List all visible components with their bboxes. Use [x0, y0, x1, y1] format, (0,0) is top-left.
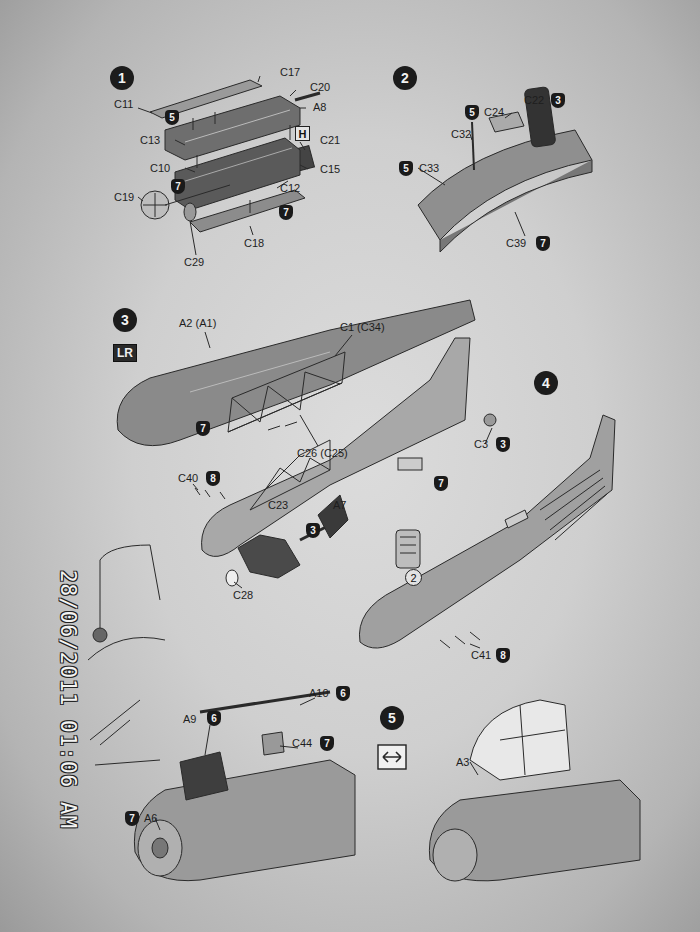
part-label: A3	[455, 756, 470, 768]
paint-callout: 3	[496, 437, 510, 452]
version-box: H	[295, 126, 310, 141]
part-label: A10	[308, 687, 330, 699]
option-box: LR	[113, 344, 137, 362]
part-label: A9	[182, 713, 197, 725]
part-label: C20	[309, 81, 331, 93]
node-text: 2	[401, 70, 409, 86]
part-label: C24	[483, 106, 505, 118]
part-label: C39	[505, 237, 527, 249]
part-label: C22	[523, 94, 545, 106]
paint-callout: 7	[125, 811, 139, 826]
node-text: 5	[469, 107, 475, 118]
part-label: A8	[312, 101, 327, 113]
part-label: C26 (C25)	[296, 447, 349, 459]
paint-callout: 7	[536, 236, 550, 251]
node-text: 3	[310, 525, 316, 536]
part-label: C44	[291, 737, 313, 749]
part-label: C40	[177, 472, 199, 484]
node-text: 5	[169, 112, 175, 123]
node-text: 3	[121, 312, 129, 328]
part-label: C13	[139, 134, 161, 146]
paint-callout: 6	[207, 711, 221, 726]
node-text: 1	[118, 70, 126, 86]
paint-callout: 7	[279, 205, 293, 220]
part-label: C18	[243, 237, 265, 249]
node-text: 7	[324, 738, 330, 749]
paint-callout: 7	[171, 179, 185, 194]
step-number: 5	[380, 706, 404, 730]
paint-callout: 8	[496, 648, 510, 663]
node-text: 7	[129, 813, 135, 824]
node-text: 4	[542, 375, 550, 391]
part-label: C28	[232, 589, 254, 601]
part-label: C33	[418, 162, 440, 174]
node-text: H	[299, 128, 307, 140]
step-number: 1	[110, 66, 134, 90]
date-stamp: 28/06/2011 01:06 AM	[56, 569, 79, 830]
step-number: 3	[113, 308, 137, 332]
node-text: 7	[200, 423, 206, 434]
part-label: A6	[143, 812, 158, 824]
paint-callout: 5	[465, 105, 479, 120]
paint-callout: 7	[434, 476, 448, 491]
node-text: 8	[210, 473, 216, 484]
step-number: 4	[534, 371, 558, 395]
part-label: C19	[113, 191, 135, 203]
node-text: 5	[403, 163, 409, 174]
paint-callout: 5	[399, 161, 413, 176]
node-text: 3	[555, 95, 561, 106]
paint-callout: 7	[320, 736, 334, 751]
paint-callout: 3	[306, 523, 320, 538]
part-label: C41	[470, 649, 492, 661]
node-text: 7	[175, 181, 181, 192]
paint-callout: 7	[196, 421, 210, 436]
part-label: C10	[149, 162, 171, 174]
node-text: 8	[500, 650, 506, 661]
part-label: C11	[113, 98, 134, 110]
part-label: A2 (A1)	[178, 317, 217, 329]
node-text: 7	[283, 207, 289, 218]
part-label: C12	[279, 182, 301, 194]
node-text: 6	[211, 713, 217, 724]
paint-callout: 5	[165, 110, 179, 125]
part-label: C29	[183, 256, 205, 268]
node-text: LR	[117, 346, 133, 360]
part-label: C23	[267, 499, 289, 511]
subassembly-circle: 2	[405, 569, 422, 586]
part-label: C1 (C34)	[339, 321, 386, 333]
node-text: 7	[540, 238, 546, 249]
part-label: C21	[319, 134, 341, 146]
paint-callout: 8	[206, 471, 220, 486]
node-text: 2	[410, 572, 416, 584]
part-label: C17	[279, 66, 301, 78]
part-label: C15	[319, 163, 341, 175]
part-label: C3	[473, 438, 489, 450]
part-label: C32	[450, 128, 472, 140]
node-text: 3	[500, 439, 506, 450]
paint-callout: 3	[551, 93, 565, 108]
node-text: 6	[340, 688, 346, 699]
step-number: 2	[393, 66, 417, 90]
node-text: 5	[388, 710, 396, 726]
part-label: A7	[332, 499, 347, 511]
paint-callout: 6	[336, 686, 350, 701]
node-text: 7	[438, 478, 444, 489]
